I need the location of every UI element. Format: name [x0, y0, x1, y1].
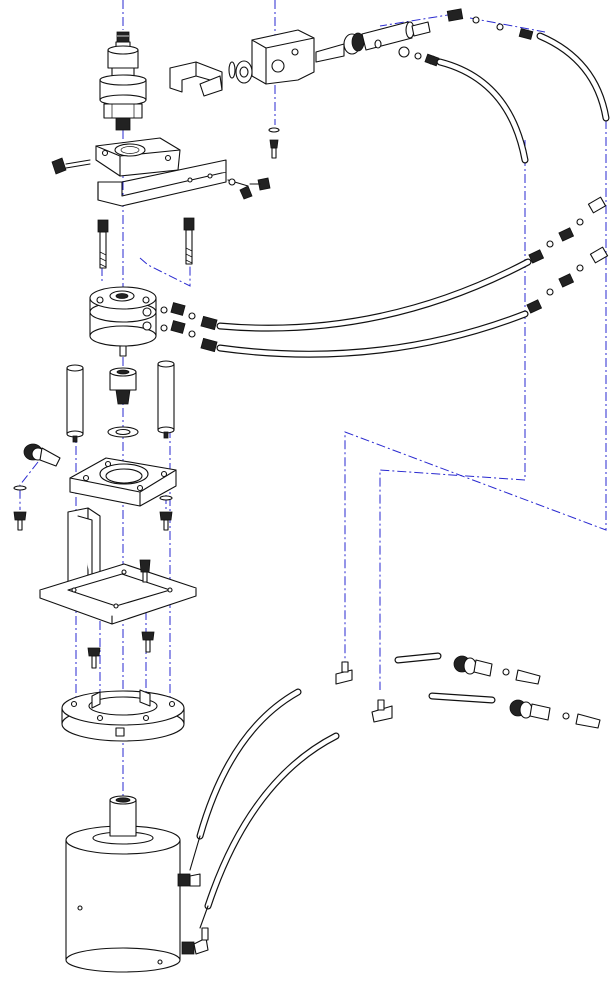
frame: [39, 507, 197, 625]
pneumatic-cylinder: [315, 21, 431, 63]
pneumatic-tube: [189, 652, 496, 929]
bracket-screw: [268, 127, 280, 159]
cap-screw: [183, 217, 195, 265]
valve-block: [89, 286, 157, 357]
clamp-bracket: [95, 137, 181, 177]
hex-nut: [109, 367, 137, 405]
motor-housing: [65, 795, 181, 973]
pneumatic-tube: [436, 32, 610, 164]
flange-plate: [69, 457, 177, 507]
tube-fitting: [414, 8, 534, 67]
cap-screw: [97, 219, 109, 269]
standoff: [157, 360, 175, 439]
tube-fitting: [526, 196, 609, 314]
base-ring: [61, 689, 185, 742]
elbow-fitting: [177, 873, 209, 955]
hex-nut: [228, 60, 253, 84]
clevis-mount: [251, 29, 315, 85]
tube-fitting: [453, 655, 601, 729]
tee-fitting: [335, 661, 393, 723]
cap-screw: [87, 631, 155, 669]
bracket-screw: [227, 177, 271, 200]
tube-fitting: [23, 443, 61, 467]
pneumatic-tube: [216, 258, 532, 358]
bracket-screw: [51, 157, 91, 175]
tube-fitting: [160, 302, 218, 353]
standoff: [66, 364, 84, 443]
cartridge-valve: [99, 31, 147, 131]
clevis-mount: [169, 61, 223, 97]
mounting-bracket: [97, 159, 227, 207]
lock-washer: [107, 426, 139, 438]
bracket-screw: [13, 485, 173, 531]
